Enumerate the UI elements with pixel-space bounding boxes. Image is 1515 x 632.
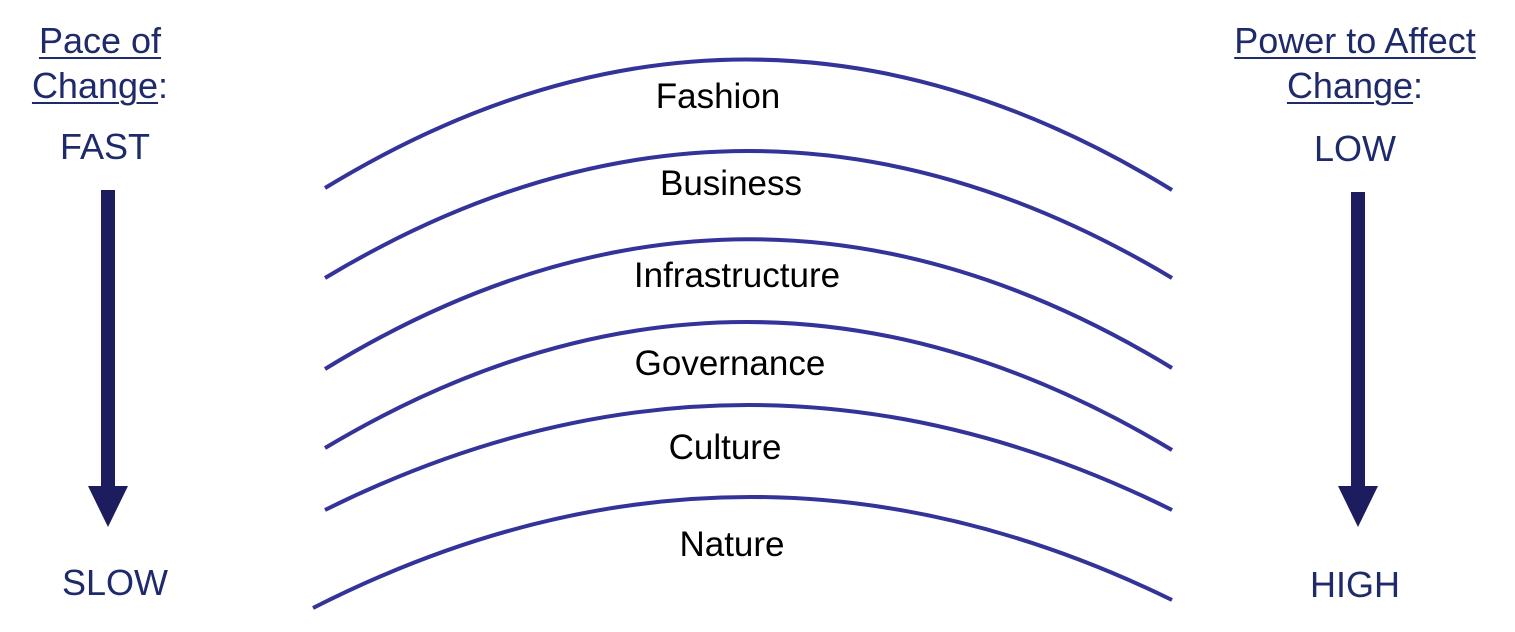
layer-label-business: Business (659, 164, 803, 203)
layer-label-nature: Nature (679, 525, 785, 564)
layer-arc-governance (323, 320, 1174, 452)
layer-arc-infrastructure (323, 237, 1174, 371)
pace-of-change-heading-line2: Change (31, 65, 159, 106)
pace-fast-label: FAST (59, 126, 151, 167)
layer-arc-culture (324, 403, 1173, 512)
pace-arrow-head (88, 486, 128, 527)
power-arrow-head (1338, 486, 1378, 527)
power-low-label: LOW (1313, 128, 1396, 169)
pace-of-change-heading-colon: : (158, 65, 169, 106)
layer-label-fashion: Fashion (655, 77, 781, 116)
layer-arc-fashion (323, 57, 1174, 192)
power-to-affect-change-heading-colon: : (1413, 65, 1424, 106)
power-high-label: HIGH (1310, 564, 1400, 605)
power-to-affect-change-heading-line1: Power to Affect (1234, 20, 1476, 61)
layer-arc-business (323, 149, 1174, 280)
layer-label-governance: Governance (634, 344, 826, 383)
pace-slow-label: SLOW (61, 562, 168, 603)
pace-of-change-heading-line1: Pace of (38, 20, 162, 61)
power-to-affect-change-heading: Power to Affect Change: (1200, 18, 1510, 108)
layer-arc-nature (312, 494, 1173, 610)
pace-arrow-shaft (101, 190, 115, 490)
power-to-affect-change-heading-line2: Change (1286, 65, 1414, 106)
layer-label-infrastructure: Infrastructure (633, 256, 841, 295)
pace-of-change-heading: Pace of Change: (0, 18, 200, 108)
layer-label-culture: Culture (668, 428, 782, 467)
power-arrow-shaft (1351, 192, 1365, 490)
